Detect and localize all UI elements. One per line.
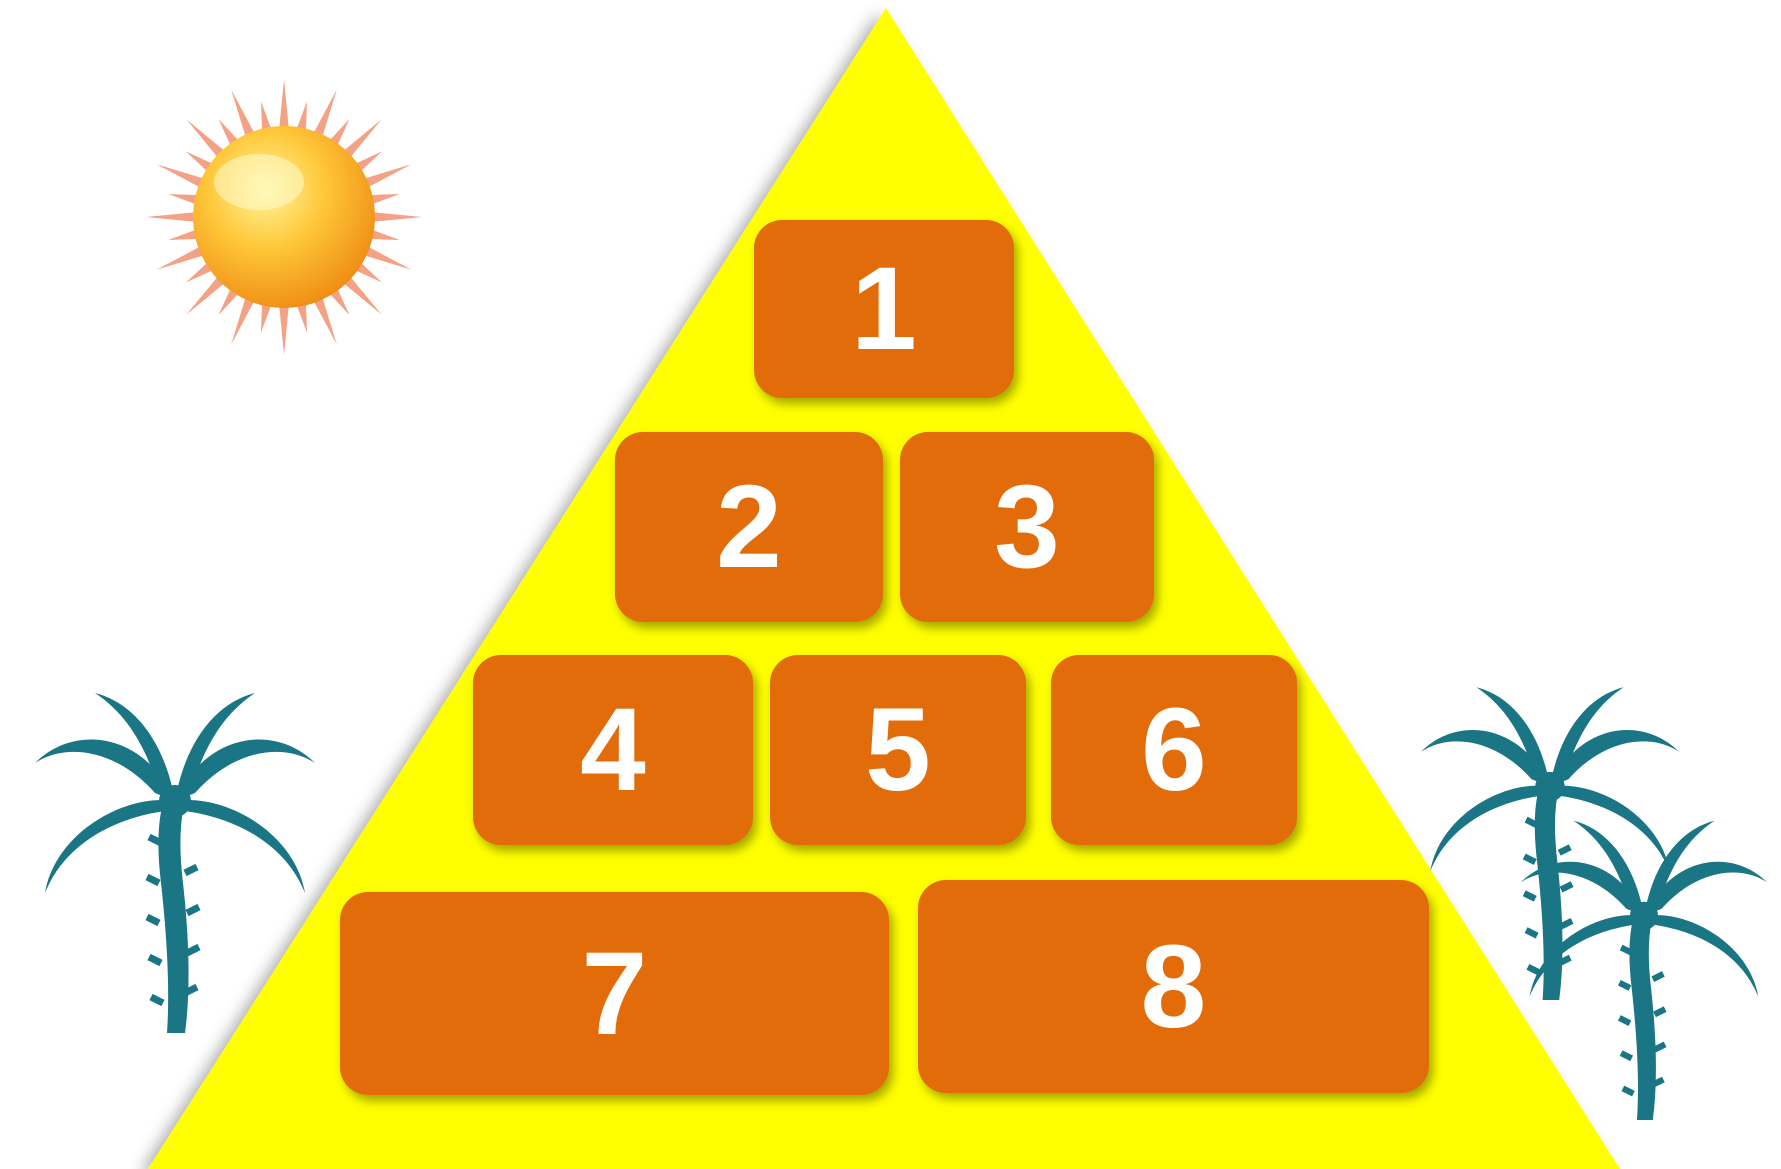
tile-label: 8 [1141,928,1207,1046]
tile-5[interactable]: 5 [770,655,1026,845]
sun-ray [186,276,225,315]
tile-label: 4 [580,691,646,809]
tile-label: 7 [582,935,648,1053]
tile-label: 6 [1141,691,1207,809]
sun-ray [231,296,255,344]
tile-8[interactable]: 8 [918,880,1429,1093]
sun-ray [279,79,289,129]
tile-label: 1 [851,250,917,368]
sun-ray [363,246,411,270]
tile-3[interactable]: 3 [900,432,1154,622]
sun-ray [146,212,196,222]
sun-ray [363,164,411,188]
tile-label: 3 [994,468,1060,586]
sun-ray [279,305,289,355]
tile-7[interactable]: 7 [340,892,889,1095]
tile-4[interactable]: 4 [473,655,753,845]
sun-ray [343,119,382,158]
tile-label: 2 [716,468,782,586]
tile-6[interactable]: 6 [1051,655,1297,845]
sun-ray [372,212,422,222]
sun-icon [146,79,422,355]
tile-1[interactable]: 1 [754,220,1014,398]
sun-ray [186,119,225,158]
sun-ray [313,296,337,344]
sun-ray [313,90,337,138]
tile-label: 5 [865,691,931,809]
sun-ray [157,246,205,270]
sun-ray [231,90,255,138]
sun-ray [157,164,205,188]
tile-2[interactable]: 2 [615,432,883,622]
sun-ray [343,276,382,315]
